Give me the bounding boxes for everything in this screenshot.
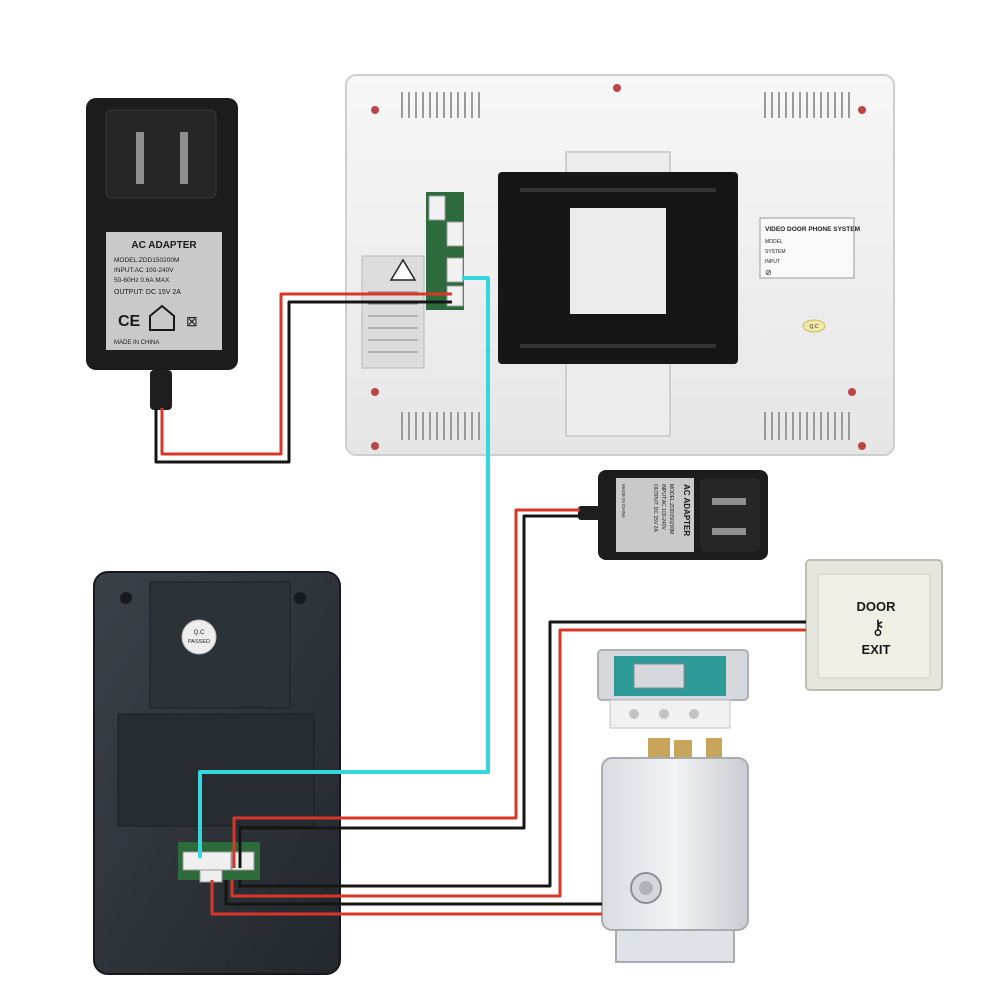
vent-grille-top-left [401, 92, 480, 118]
lock-keeper-plate [597, 649, 749, 729]
screw-hole [371, 442, 379, 450]
power-wire-red [160, 292, 452, 456]
screw-hole [848, 388, 856, 396]
screw-hole [659, 709, 669, 719]
adapter-large-spec: MODEL:ZDD150200M [114, 257, 179, 264]
monitor-connector-board [426, 192, 464, 310]
ac-adapter-large: AC ADAPTER MODEL:ZDD150200M INPUT:AC 100… [86, 98, 238, 410]
door-exit-button: DOOR ⚷ EXIT [805, 559, 943, 691]
video-wire-cyan [198, 276, 490, 858]
adapter-small-spec: INPUT:AC 100-240V [660, 484, 666, 531]
vent-grille-bottom-right [764, 412, 850, 440]
ce-mark-icon: CE [118, 313, 141, 330]
screw-hole [294, 592, 306, 604]
adapter-large-spec: 50-60Hz 0.6A MAX [114, 277, 170, 284]
electric-lock [601, 738, 749, 963]
adapter-large-footer: MADE IN CHINA [114, 340, 159, 346]
screw-hole [371, 388, 379, 396]
recycle-bin-icon: ⊠ [186, 313, 198, 329]
exit-button-line2: EXIT [862, 642, 891, 657]
adapter-large-spec: INPUT:AC 100-240V [114, 267, 174, 274]
qc-sticker: Q.C [802, 319, 826, 333]
outdoor-connector-block [178, 842, 260, 883]
indoor-monitor: VIDEO DOOR PHONE SYSTEM MODEL SYSTEM INP… [345, 74, 895, 456]
screw-hole [629, 709, 639, 719]
qc-sticker-text: Q.C [810, 324, 819, 330]
exit-wire-black [238, 620, 806, 888]
adapter-cable-strain-relief [578, 506, 600, 520]
plug-prong [136, 132, 144, 184]
wires [154, 276, 806, 916]
monitor-product-label: VIDEO DOOR PHONE SYSTEM MODEL SYSTEM INP… [759, 217, 860, 279]
qc-passed-text: Q.C [194, 630, 205, 636]
adapter-small-spec: OUTPUT: DC 15V 2A [652, 484, 658, 532]
plug-prong [712, 528, 746, 535]
lock-wire-black [224, 880, 602, 906]
monitor-label-title: VIDEO DOOR PHONE SYSTEM [765, 226, 860, 233]
exit-button-line1: DOOR [857, 599, 897, 614]
monitor-label-row: MODEL [765, 239, 783, 245]
house-icon [149, 304, 175, 331]
key-icon: ⚷ [871, 617, 886, 639]
wiring-instruction-sticker [361, 255, 425, 369]
power-wire-red [232, 508, 580, 868]
power-wire-black [154, 300, 452, 464]
adapter-large-title: AC ADAPTER [131, 240, 197, 251]
qc-passed-text: PASSED [188, 639, 210, 645]
screw-hole [689, 709, 699, 719]
power-wire-black [238, 514, 580, 868]
adapter-small-spec: MODEL:ZDD150200M [668, 484, 674, 534]
adapter-cable-strain-relief [150, 370, 172, 410]
monitor-label-row: SYSTEM [765, 249, 786, 255]
screw-hole [371, 106, 379, 114]
screw-hole [858, 106, 866, 114]
recycle-bin-icon: ⊘ [765, 268, 772, 277]
vent-grille-bottom-left [401, 412, 480, 440]
screw-hole [613, 84, 621, 92]
qc-passed-sticker: Q.C PASSED [181, 619, 217, 655]
ac-adapter-small: AC ADAPTER MODEL:ZDD150200M INPUT:AC 100… [578, 470, 768, 560]
adapter-small-title: AC ADAPTER [682, 484, 691, 536]
lock-wire-red [210, 880, 602, 916]
plug-prong [180, 132, 188, 184]
screw-hole [120, 592, 132, 604]
adapter-large-spec: OUTPUT: DC 15V 2A [114, 289, 181, 296]
adapter-small-footer: MADE IN CHINA [621, 484, 626, 518]
plug-prong [712, 498, 746, 505]
exit-wire-red [230, 628, 806, 898]
warning-icon [389, 258, 417, 281]
wall-bracket [498, 172, 738, 364]
vent-grille-top-right [764, 92, 850, 118]
screw-hole [858, 442, 866, 450]
monitor-label-row: INPUT [765, 259, 780, 265]
